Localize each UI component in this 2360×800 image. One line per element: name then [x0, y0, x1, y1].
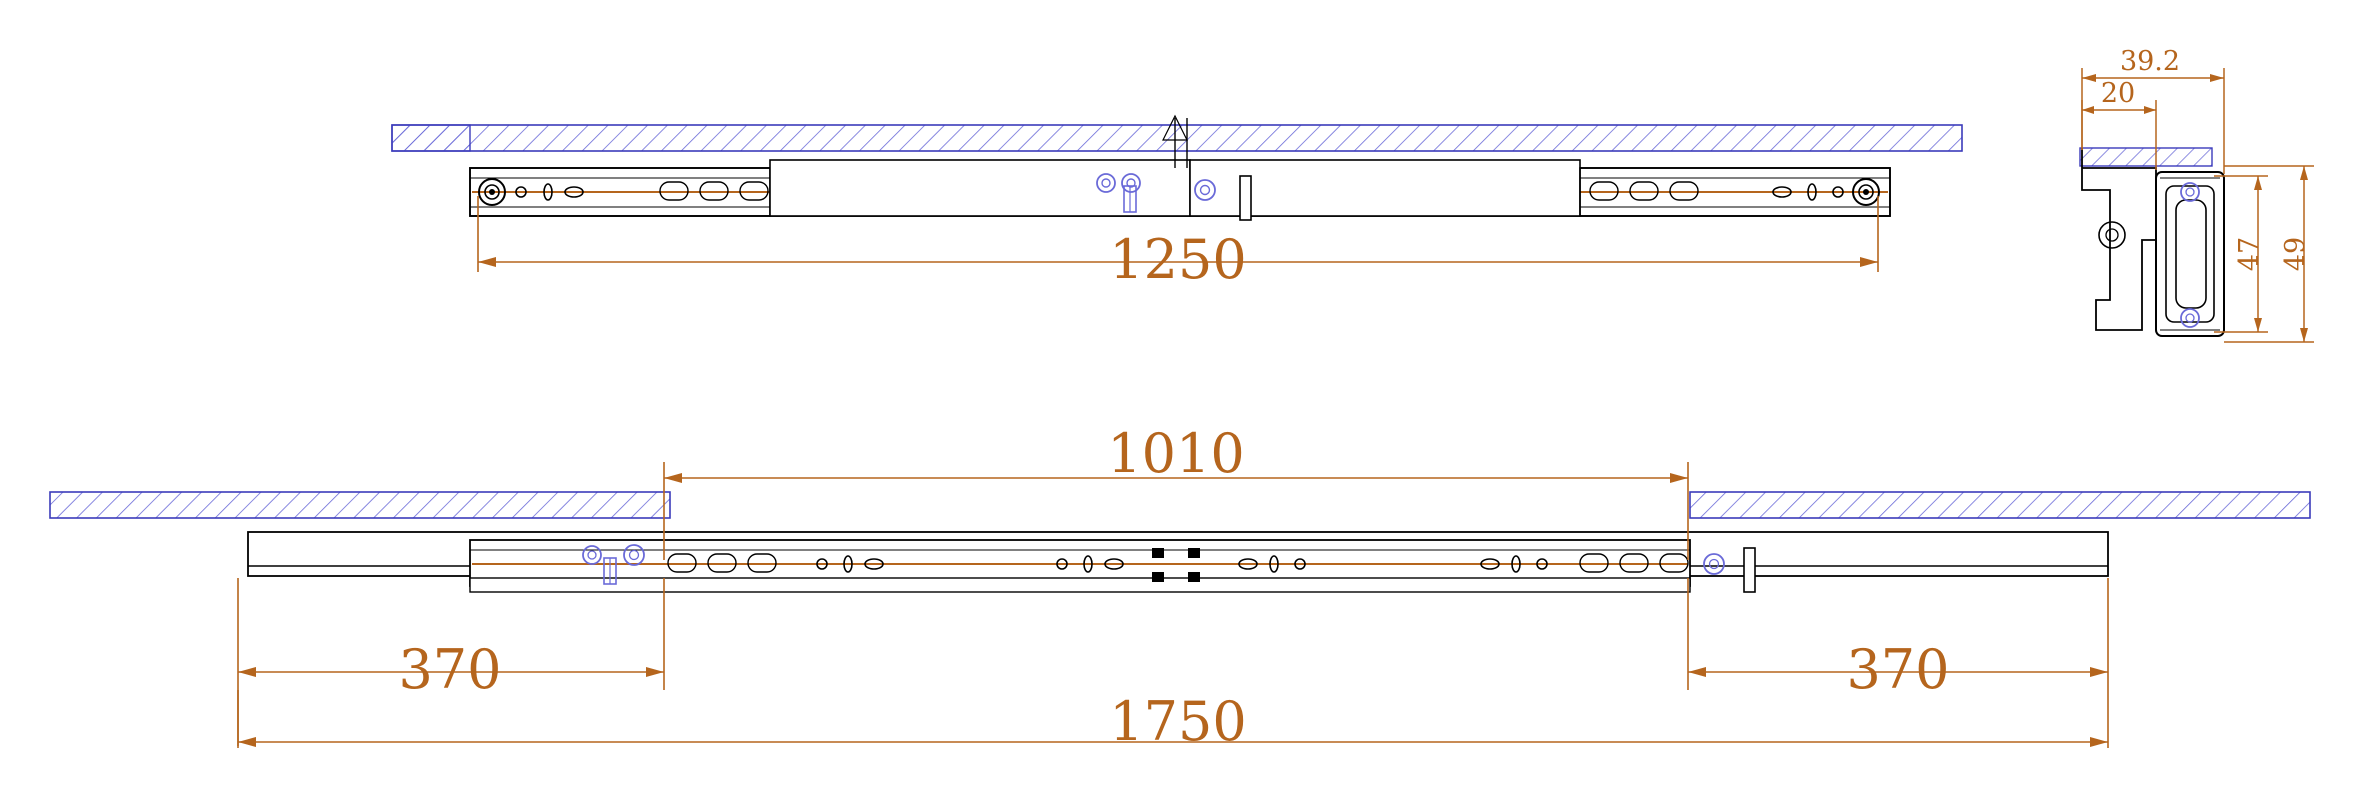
dim-label-370-right: 370	[1846, 638, 1949, 701]
bottom-view-group: 1010 370 370	[49, 422, 2311, 753]
section-slide	[2155, 171, 2225, 337]
top-view-group: 1250	[391, 114, 1963, 291]
dim-370-right	[1687, 578, 2109, 690]
dim-1250	[477, 196, 1879, 272]
section-profile	[2081, 148, 2157, 331]
top-cabinet-panel	[391, 124, 1963, 152]
dim-label-47: 47	[2234, 237, 2265, 271]
section-view-group: 39.2 20 47	[2079, 46, 2314, 343]
bottom-slide-assembly	[469, 539, 1756, 593]
dim-label-49: 49	[2280, 237, 2311, 271]
top-center-latch	[1096, 173, 1141, 213]
dim-label-39-2: 39.2	[2120, 46, 2180, 77]
dim-49	[2224, 165, 2314, 343]
dim-label-370-left: 370	[398, 638, 501, 701]
top-center-stop	[1194, 175, 1252, 221]
dim-label-1750: 1750	[1109, 690, 1246, 753]
bottom-right-stop	[1703, 547, 1756, 593]
bottom-center-markers	[1152, 548, 1200, 582]
dim-label-1010: 1010	[1107, 422, 1244, 485]
dim-47	[2214, 175, 2268, 333]
bottom-left-latch	[582, 544, 645, 585]
dim-label-1250: 1250	[1109, 228, 1246, 291]
dim-1750	[237, 690, 2109, 748]
dim-label-20: 20	[2101, 78, 2135, 109]
top-slide-assembly	[391, 114, 1891, 221]
dim-1010	[663, 462, 1689, 560]
dim-20	[2081, 100, 2157, 170]
